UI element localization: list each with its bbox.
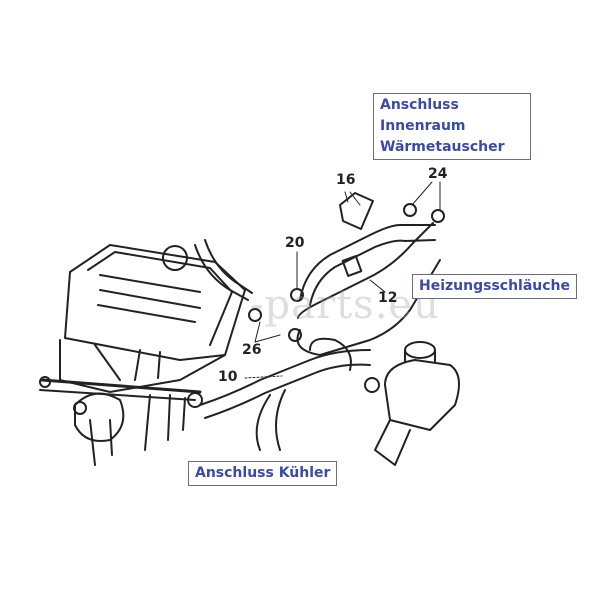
label-line: Wärmetauscher	[380, 139, 505, 155]
part-number-16: 16	[336, 172, 356, 188]
leader-lines	[244, 181, 441, 379]
clamp-24b	[431, 209, 445, 223]
expansion-tank	[374, 341, 460, 466]
clamp-16	[339, 192, 374, 230]
label-line: Innenraum	[380, 118, 466, 134]
watermark: -parts.eu	[250, 282, 440, 328]
engine-block	[39, 244, 246, 466]
part-number-24: 24	[428, 166, 448, 182]
heater-connection-label: Anschluss Innenraum Wärmetauscher	[373, 93, 531, 160]
label-line: Anschluss	[380, 97, 459, 113]
part-number-12: 12	[378, 290, 398, 306]
part-number-20: 20	[285, 235, 305, 251]
heater-hoses	[248, 192, 445, 356]
breather-hose	[194, 244, 249, 301]
heater-hoses-label: Heizungsschläuche	[412, 274, 578, 299]
part-number-10: 10	[218, 369, 238, 385]
radiator-hose	[187, 337, 380, 451]
clamp-24a	[403, 203, 417, 217]
radiator-connection-label: Anschluss Kühler	[188, 461, 338, 486]
part-number-26: 26	[242, 342, 262, 358]
